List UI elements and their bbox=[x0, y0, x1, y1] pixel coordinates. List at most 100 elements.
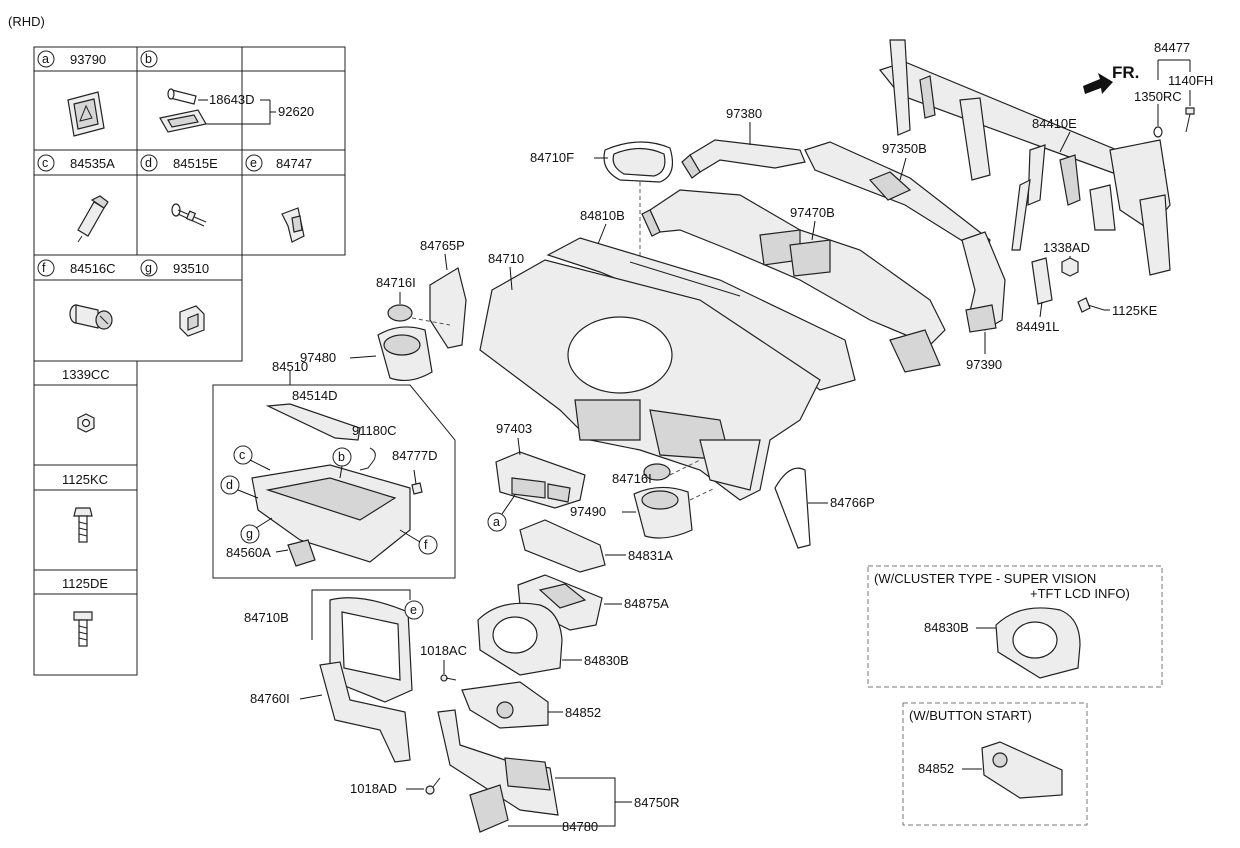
callout-1338AD: 1338AD bbox=[1043, 240, 1090, 255]
nut-1338AD bbox=[1061, 257, 1079, 277]
callout-97490: 97490 bbox=[570, 504, 606, 519]
legend-letter-d: d bbox=[145, 156, 152, 170]
bolt-icon bbox=[73, 507, 93, 543]
cluster-variant-part: 84830B bbox=[924, 620, 969, 635]
callout-84780: 84780 bbox=[562, 819, 598, 834]
legend-cell-b: b 18643D 92620 bbox=[140, 50, 314, 133]
variant-label: (RHD) bbox=[8, 14, 45, 29]
button-start-variant-part: 84852 bbox=[918, 761, 954, 776]
legend-part-f: 84516C bbox=[70, 261, 116, 276]
letter-callout-f: f bbox=[424, 538, 428, 552]
callout-84810B: 84810B bbox=[580, 208, 625, 223]
callout-97390: 97390 bbox=[966, 357, 1002, 372]
legend-letter-b: b bbox=[145, 52, 152, 66]
legend-letter-f: f bbox=[42, 261, 46, 275]
callout-1140FH: 1140FH bbox=[1168, 73, 1213, 88]
hazard-switch-icon bbox=[67, 91, 105, 137]
lamp-housing-icon bbox=[159, 109, 207, 133]
front-direction-arrow bbox=[1083, 73, 1113, 94]
callout-84831A: 84831A bbox=[628, 548, 673, 563]
legend-part-d: 84515E bbox=[173, 156, 218, 171]
cluster-fascia-84830B bbox=[477, 602, 563, 676]
legend-cell-d: d 84515E bbox=[140, 154, 218, 227]
legend-letter-c: c bbox=[42, 156, 48, 170]
legend-part-a: 93790 bbox=[70, 52, 106, 67]
callout-97350B: 97350B bbox=[882, 141, 927, 156]
bumper-84777D bbox=[411, 482, 423, 495]
center-vent-97403 bbox=[495, 451, 586, 509]
callout-84710: 84710 bbox=[488, 251, 524, 266]
legend-part-e: 84747 bbox=[276, 156, 312, 171]
callout-84777D: 84777D bbox=[392, 448, 438, 463]
side-cover-84760I bbox=[319, 661, 411, 763]
callout-84477: 84477 bbox=[1154, 40, 1190, 55]
side-duct-97350B bbox=[804, 141, 991, 256]
variant-box-cluster: (W/CLUSTER TYPE - SUPER VISION +TFT LCD … bbox=[867, 565, 1163, 688]
connector-icon bbox=[77, 195, 109, 243]
callout-1018AC: 1018AC bbox=[420, 643, 467, 658]
screw-1018AC bbox=[440, 674, 457, 682]
bolt-1125KE bbox=[1077, 297, 1105, 313]
callout-84852: 84852 bbox=[565, 705, 601, 720]
legend-letter-a: a bbox=[42, 52, 49, 66]
cluster-variant-title-2: +TFT LCD INFO) bbox=[1030, 586, 1130, 601]
legend-letter-g: g bbox=[145, 261, 152, 275]
defroster-duct-97380 bbox=[681, 139, 806, 179]
legend-part-c: 84535A bbox=[70, 156, 115, 171]
legend-cell-g: g 93510 bbox=[140, 259, 209, 337]
callout-97470B: 97470B bbox=[790, 205, 835, 220]
main-duct-97470B bbox=[641, 189, 946, 373]
cluster-variant-title-1: (W/CLUSTER TYPE - SUPER VISION bbox=[874, 571, 1096, 586]
callout-84710B: 84710B bbox=[244, 610, 289, 625]
fastener-label-1125DE: 1125DE bbox=[62, 576, 108, 591]
grille-84716I-mid bbox=[643, 463, 671, 481]
callout-84875A: 84875A bbox=[624, 596, 669, 611]
callout-91180C: 91180C bbox=[352, 423, 397, 438]
screw-1018AD bbox=[425, 777, 441, 795]
lower-panel-84750R bbox=[437, 709, 559, 816]
fastener-label-1125KC: 1125KC bbox=[62, 472, 108, 487]
legend-part-g: 93510 bbox=[173, 261, 209, 276]
letter-callout-g: g bbox=[246, 527, 253, 541]
callout-84830B: 84830B bbox=[584, 653, 629, 668]
letter-callout-b: b bbox=[338, 450, 345, 464]
callout-97403: 97403 bbox=[496, 421, 532, 436]
side-duct-97390 bbox=[961, 231, 1006, 333]
bulb-icon bbox=[167, 88, 197, 105]
callout-84510: 84510 bbox=[272, 359, 308, 374]
legend-part-18643D: 18643D bbox=[209, 92, 255, 107]
letter-callout-d: d bbox=[226, 478, 233, 492]
callout-97380: 97380 bbox=[726, 106, 762, 121]
bolt-1140FH bbox=[1185, 107, 1195, 115]
direction-label: FR. bbox=[1112, 63, 1139, 82]
callout-84765P: 84765P bbox=[420, 238, 465, 253]
glovebox-84510 bbox=[251, 464, 411, 563]
variant-box-button-start: (W/BUTTON START) 84852 bbox=[902, 702, 1088, 826]
callout-84514D: 84514D bbox=[292, 388, 338, 403]
latch-84560A bbox=[287, 539, 316, 567]
tray-84831A bbox=[519, 519, 606, 573]
legend-table bbox=[33, 46, 346, 676]
callout-84750R: 84750R bbox=[634, 795, 680, 810]
lower-cover-84852 bbox=[461, 681, 549, 729]
callout-84560A: 84560A bbox=[226, 545, 271, 560]
legend-fastener-1125DE: 1125DE bbox=[62, 576, 108, 647]
clip-icon bbox=[281, 207, 305, 243]
callout-1350RC: 1350RC bbox=[1134, 89, 1182, 104]
side-panel-84766P bbox=[774, 467, 811, 549]
callout-97480: 97480 bbox=[300, 350, 336, 365]
lower-cover-variant bbox=[981, 741, 1063, 799]
side-panel-84765P bbox=[429, 267, 467, 349]
legend-cell-f: f 84516C bbox=[37, 259, 116, 330]
legend-fastener-1125KC: 1125KC bbox=[62, 472, 108, 543]
bracket-84491L bbox=[1031, 257, 1053, 305]
vent-97480 bbox=[377, 326, 433, 382]
callout-1018AD: 1018AD bbox=[350, 781, 397, 796]
glovebox-cover-84514D bbox=[265, 403, 361, 441]
grille-84716I-top bbox=[387, 304, 413, 322]
callout-1125KE: 1125KE bbox=[1112, 303, 1158, 318]
letter-callout-a: a bbox=[493, 515, 500, 529]
letter-callout-e: e bbox=[410, 603, 417, 617]
cluster-fascia-variant bbox=[995, 607, 1081, 679]
